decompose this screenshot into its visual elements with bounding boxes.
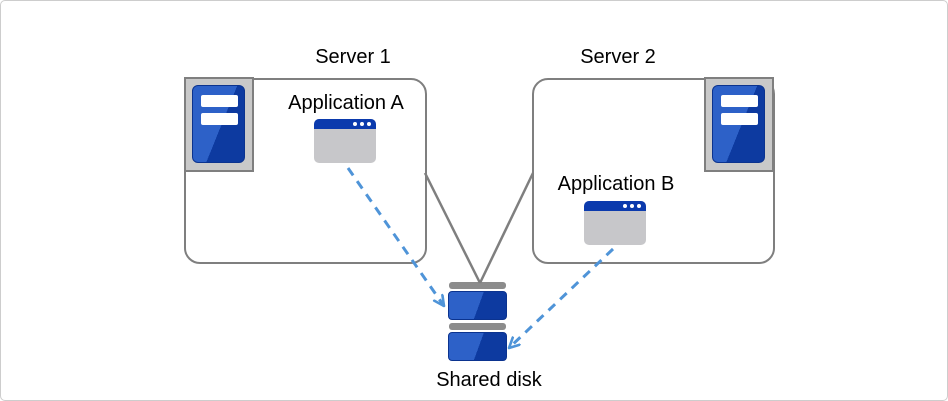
server2-label: Server 2 xyxy=(580,46,656,68)
window-dot xyxy=(353,122,357,126)
server1-tower-icon xyxy=(184,77,254,172)
window-dot xyxy=(623,204,627,208)
server2-tower-icon xyxy=(704,77,774,172)
window-dot xyxy=(367,122,371,126)
server2-box xyxy=(532,78,775,264)
server2-to-disk-line xyxy=(478,172,535,284)
disk-cap xyxy=(449,282,506,289)
server1-to-disk-line xyxy=(423,172,482,284)
window-titlebar xyxy=(584,201,646,211)
disk-body xyxy=(448,291,507,320)
server-tower-body xyxy=(192,85,245,163)
window-titlebar xyxy=(314,119,376,129)
shared-disk-icon xyxy=(448,282,507,364)
server-slot xyxy=(201,113,238,125)
server-slot xyxy=(721,95,758,107)
application-a-window-icon xyxy=(314,119,376,163)
window-dot xyxy=(360,122,364,126)
window-dot xyxy=(630,204,634,208)
window-dot xyxy=(637,204,641,208)
application-b-label: Application B xyxy=(557,173,675,195)
server-slot xyxy=(201,95,238,107)
disk-cap xyxy=(449,323,506,330)
application-b-window-icon xyxy=(584,201,646,245)
server-tower-body xyxy=(712,85,765,163)
shared-disk-label: Shared disk xyxy=(436,369,542,391)
server-slot xyxy=(721,113,758,125)
disk-body xyxy=(448,332,507,361)
server1-label: Server 1 xyxy=(315,46,391,68)
application-a-label: Application A xyxy=(288,92,404,114)
